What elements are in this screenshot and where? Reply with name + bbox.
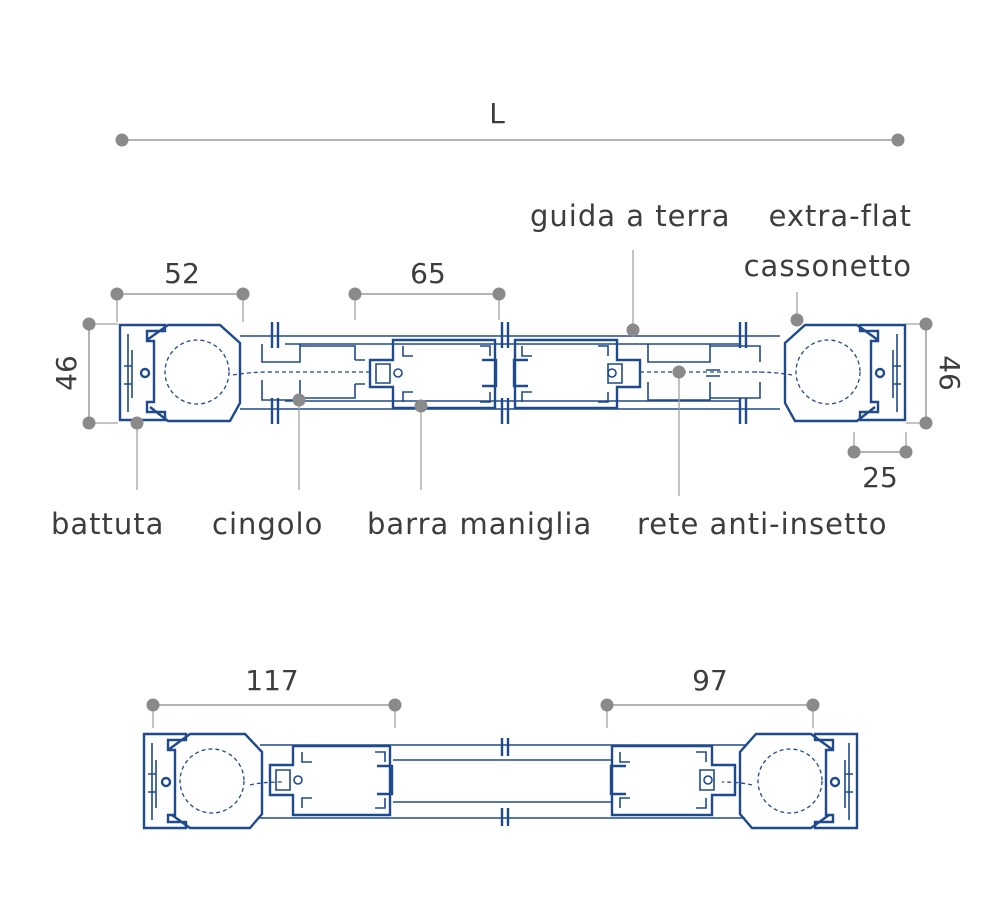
dim-46-left: 46 — [50, 317, 118, 430]
rete-anti-insetto-label: rete anti-insetto — [637, 507, 887, 541]
label-extra-flat: extra-flat — [769, 199, 912, 233]
label-rete-anti-insetto: rete anti-insetto — [637, 365, 887, 541]
overall-dim-label: L — [489, 97, 505, 130]
label-barra-maniglia: barra maniglia — [367, 399, 592, 541]
dim-117: 117 — [146, 664, 402, 728]
bottom-handle-bar-right — [609, 744, 737, 817]
dim-52: 52 — [110, 257, 250, 322]
barra-maniglia-left — [368, 338, 498, 410]
left-cassonetto-profile — [118, 323, 271, 423]
top-rails — [240, 335, 780, 410]
dim-25: 25 — [847, 432, 913, 494]
rail-brackets — [270, 322, 748, 424]
cingolo-profile — [261, 344, 365, 401]
dim-46-right-label: 46 — [933, 355, 966, 391]
overall-dimension: L — [115, 97, 905, 147]
dim-65-label: 65 — [410, 257, 446, 290]
dim-52-label: 52 — [164, 257, 200, 290]
dim-65: 65 — [348, 257, 506, 320]
bottom-right-cassonetto-profile — [721, 732, 859, 830]
label-guida-a-terra: guida a terra — [530, 199, 731, 337]
bottom-rails — [260, 738, 745, 826]
extra-flat-label: extra-flat — [769, 199, 912, 233]
cingolo-label: cingolo — [212, 507, 323, 541]
bottom-handle-bar-left — [268, 744, 394, 817]
bottom-left-cassonetto-profile — [142, 732, 283, 830]
cassonetto-label: cassonetto — [744, 249, 912, 283]
rete-anti-insetto-profile — [647, 344, 761, 401]
right-cassonetto-profile — [754, 323, 907, 423]
barra-maniglia-right — [512, 338, 642, 410]
guida-a-terra-label: guida a terra — [530, 199, 731, 233]
dim-97-label: 97 — [692, 664, 728, 697]
top-profile-assembly — [118, 322, 907, 424]
dim-97: 97 — [600, 664, 820, 728]
label-cassonetto: cassonetto — [744, 249, 912, 327]
dim-46-right: 46 — [906, 317, 966, 430]
dim-25-label: 25 — [862, 461, 898, 494]
dim-117-label: 117 — [245, 664, 298, 697]
label-cingolo: cingolo — [212, 393, 323, 541]
dim-46-left-label: 46 — [50, 355, 83, 391]
bottom-profile-assembly — [142, 732, 859, 830]
barra-maniglia-label: barra maniglia — [367, 507, 592, 541]
label-battuta: battuta — [51, 416, 164, 541]
battuta-label: battuta — [51, 507, 164, 541]
